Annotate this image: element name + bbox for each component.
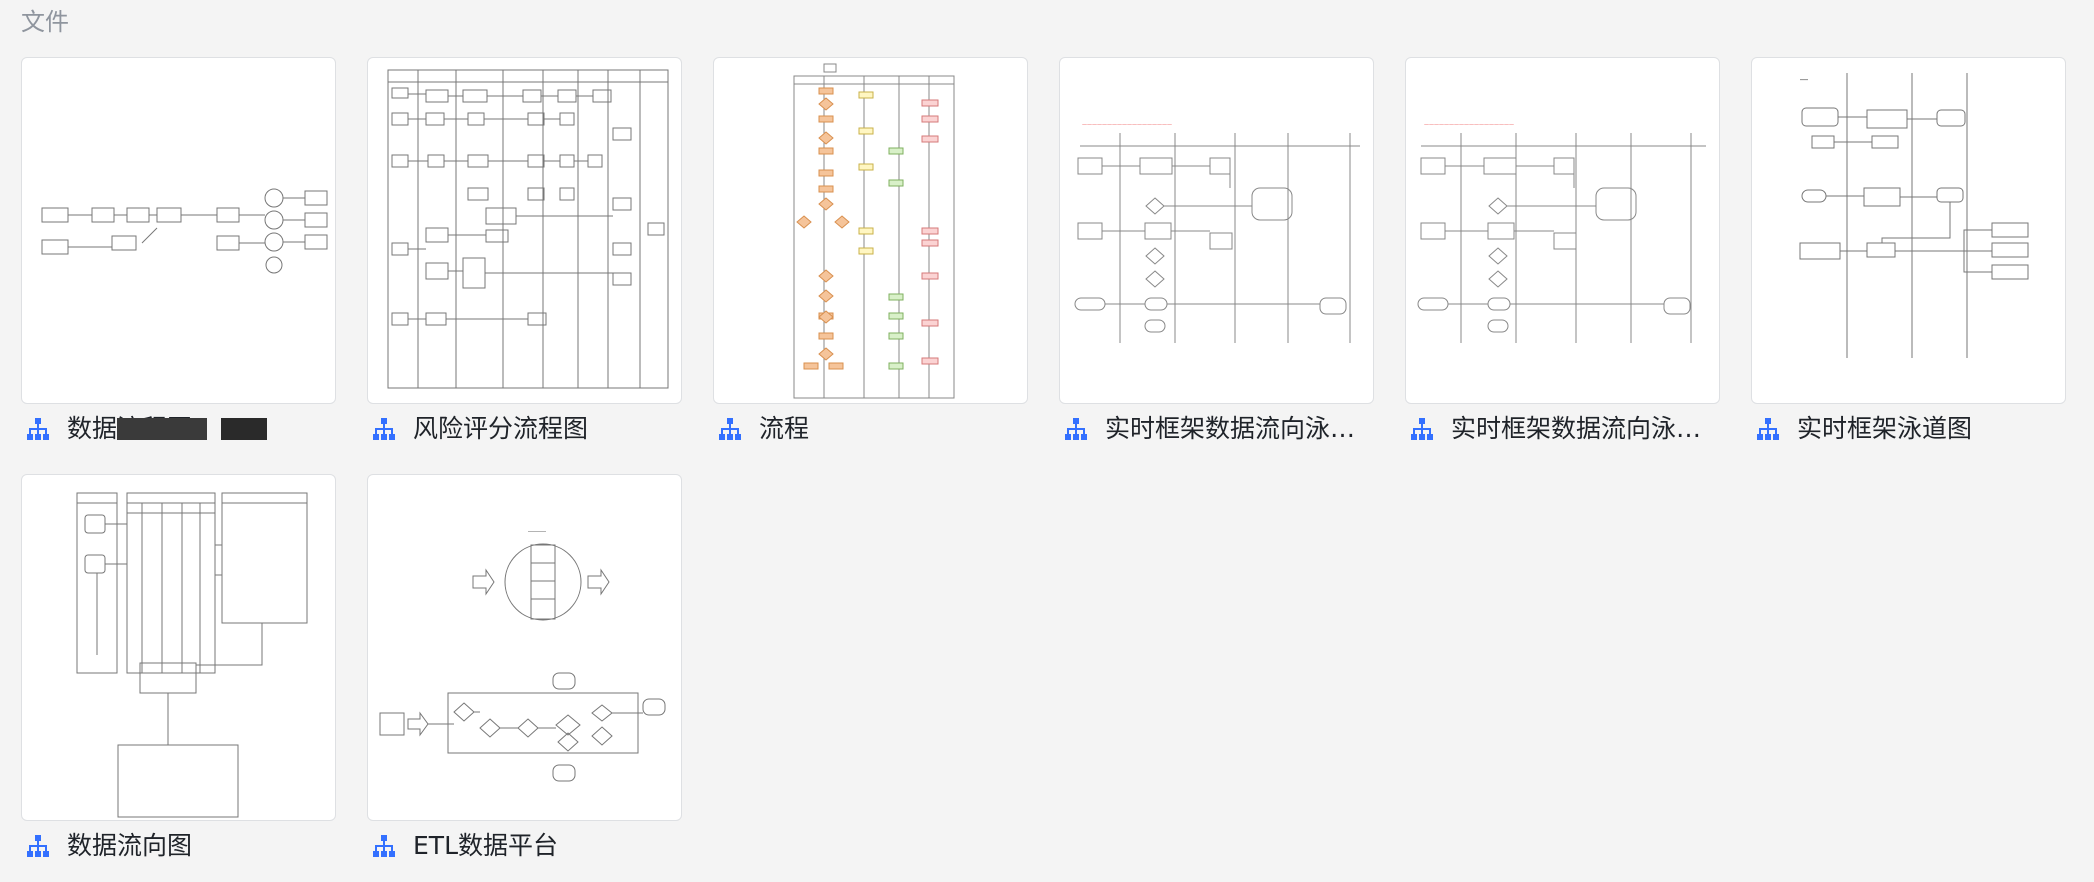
- file-thumbnail[interactable]: [21, 474, 336, 821]
- file-name: 数据流向图: [67, 831, 193, 860]
- swimlane-preview: —: [1799, 73, 2029, 358]
- file-card[interactable]: 数据流程图: [21, 57, 336, 446]
- file-name-row[interactable]: 数据流程图: [21, 412, 336, 446]
- realtime-dataflow-preview: ——————————————————: [1074, 122, 1360, 343]
- realtime-dataflow-preview: ——————————————————: [1417, 122, 1706, 343]
- redaction-block: [221, 418, 267, 440]
- org-chart-icon: [373, 835, 395, 857]
- file-card[interactable]: ——— ETL数据平台: [367, 474, 682, 863]
- file-name: 实时框架数据流向泳…: [1105, 414, 1356, 443]
- org-chart-icon: [373, 418, 395, 440]
- flowchart-preview: [41, 188, 328, 274]
- file-name: 流程: [759, 414, 810, 443]
- file-card[interactable]: 风险评分流程图: [367, 57, 682, 446]
- file-thumbnail[interactable]: ——————————————————: [1405, 57, 1720, 404]
- file-thumbnail[interactable]: ———: [367, 474, 682, 821]
- file-name-row[interactable]: 数据流向图: [21, 829, 336, 863]
- org-chart-icon: [1411, 418, 1433, 440]
- process-preview: [793, 63, 955, 399]
- org-chart-icon: [719, 418, 741, 440]
- file-thumbnail[interactable]: [21, 57, 336, 404]
- file-name: ETL数据平台: [413, 831, 558, 860]
- file-name-row[interactable]: 实时框架数据流向泳…: [1059, 412, 1374, 446]
- file-name-row[interactable]: 风险评分流程图: [367, 412, 682, 446]
- section-title: 文件: [21, 8, 69, 36]
- file-name-row[interactable]: 实时框架泳道图: [1751, 412, 2066, 446]
- file-card[interactable]: 流程: [713, 57, 1028, 446]
- dataflow-preview: [76, 492, 308, 818]
- etl-platform-preview: ———: [379, 529, 666, 782]
- file-thumbnail[interactable]: [367, 57, 682, 404]
- file-card[interactable]: —————————————————— 实时框架数据流向泳…: [1059, 57, 1374, 446]
- file-card[interactable]: —————————————————— 实时框架数据流向泳…: [1405, 57, 1720, 446]
- org-chart-icon: [27, 835, 49, 857]
- svg-text:——————————————————: ——————————————————: [1424, 122, 1514, 128]
- svg-text:—: —: [1800, 75, 1808, 84]
- file-name: 实时框架数据流向泳…: [1451, 414, 1702, 443]
- file-name-row[interactable]: 实时框架数据流向泳…: [1405, 412, 1720, 446]
- file-name: 风险评分流程图: [413, 414, 589, 443]
- svg-text:———: ———: [528, 529, 546, 535]
- file-name: 实时框架泳道图: [1797, 414, 1973, 443]
- svg-text:——————————————————: ——————————————————: [1082, 122, 1172, 128]
- file-card[interactable]: 数据流向图: [21, 474, 336, 863]
- file-thumbnail[interactable]: ——————————————————: [1059, 57, 1374, 404]
- file-thumbnail[interactable]: [713, 57, 1028, 404]
- file-name-row[interactable]: ETL数据平台: [367, 829, 682, 863]
- org-chart-icon: [1757, 418, 1779, 440]
- redaction-block: [117, 418, 207, 440]
- file-card[interactable]: — 实时框架泳道图: [1751, 57, 2066, 446]
- org-chart-icon: [27, 418, 49, 440]
- swimlane-preview: [387, 69, 669, 389]
- file-name-row[interactable]: 流程: [713, 412, 1028, 446]
- file-thumbnail[interactable]: —: [1751, 57, 2066, 404]
- org-chart-icon: [1065, 418, 1087, 440]
